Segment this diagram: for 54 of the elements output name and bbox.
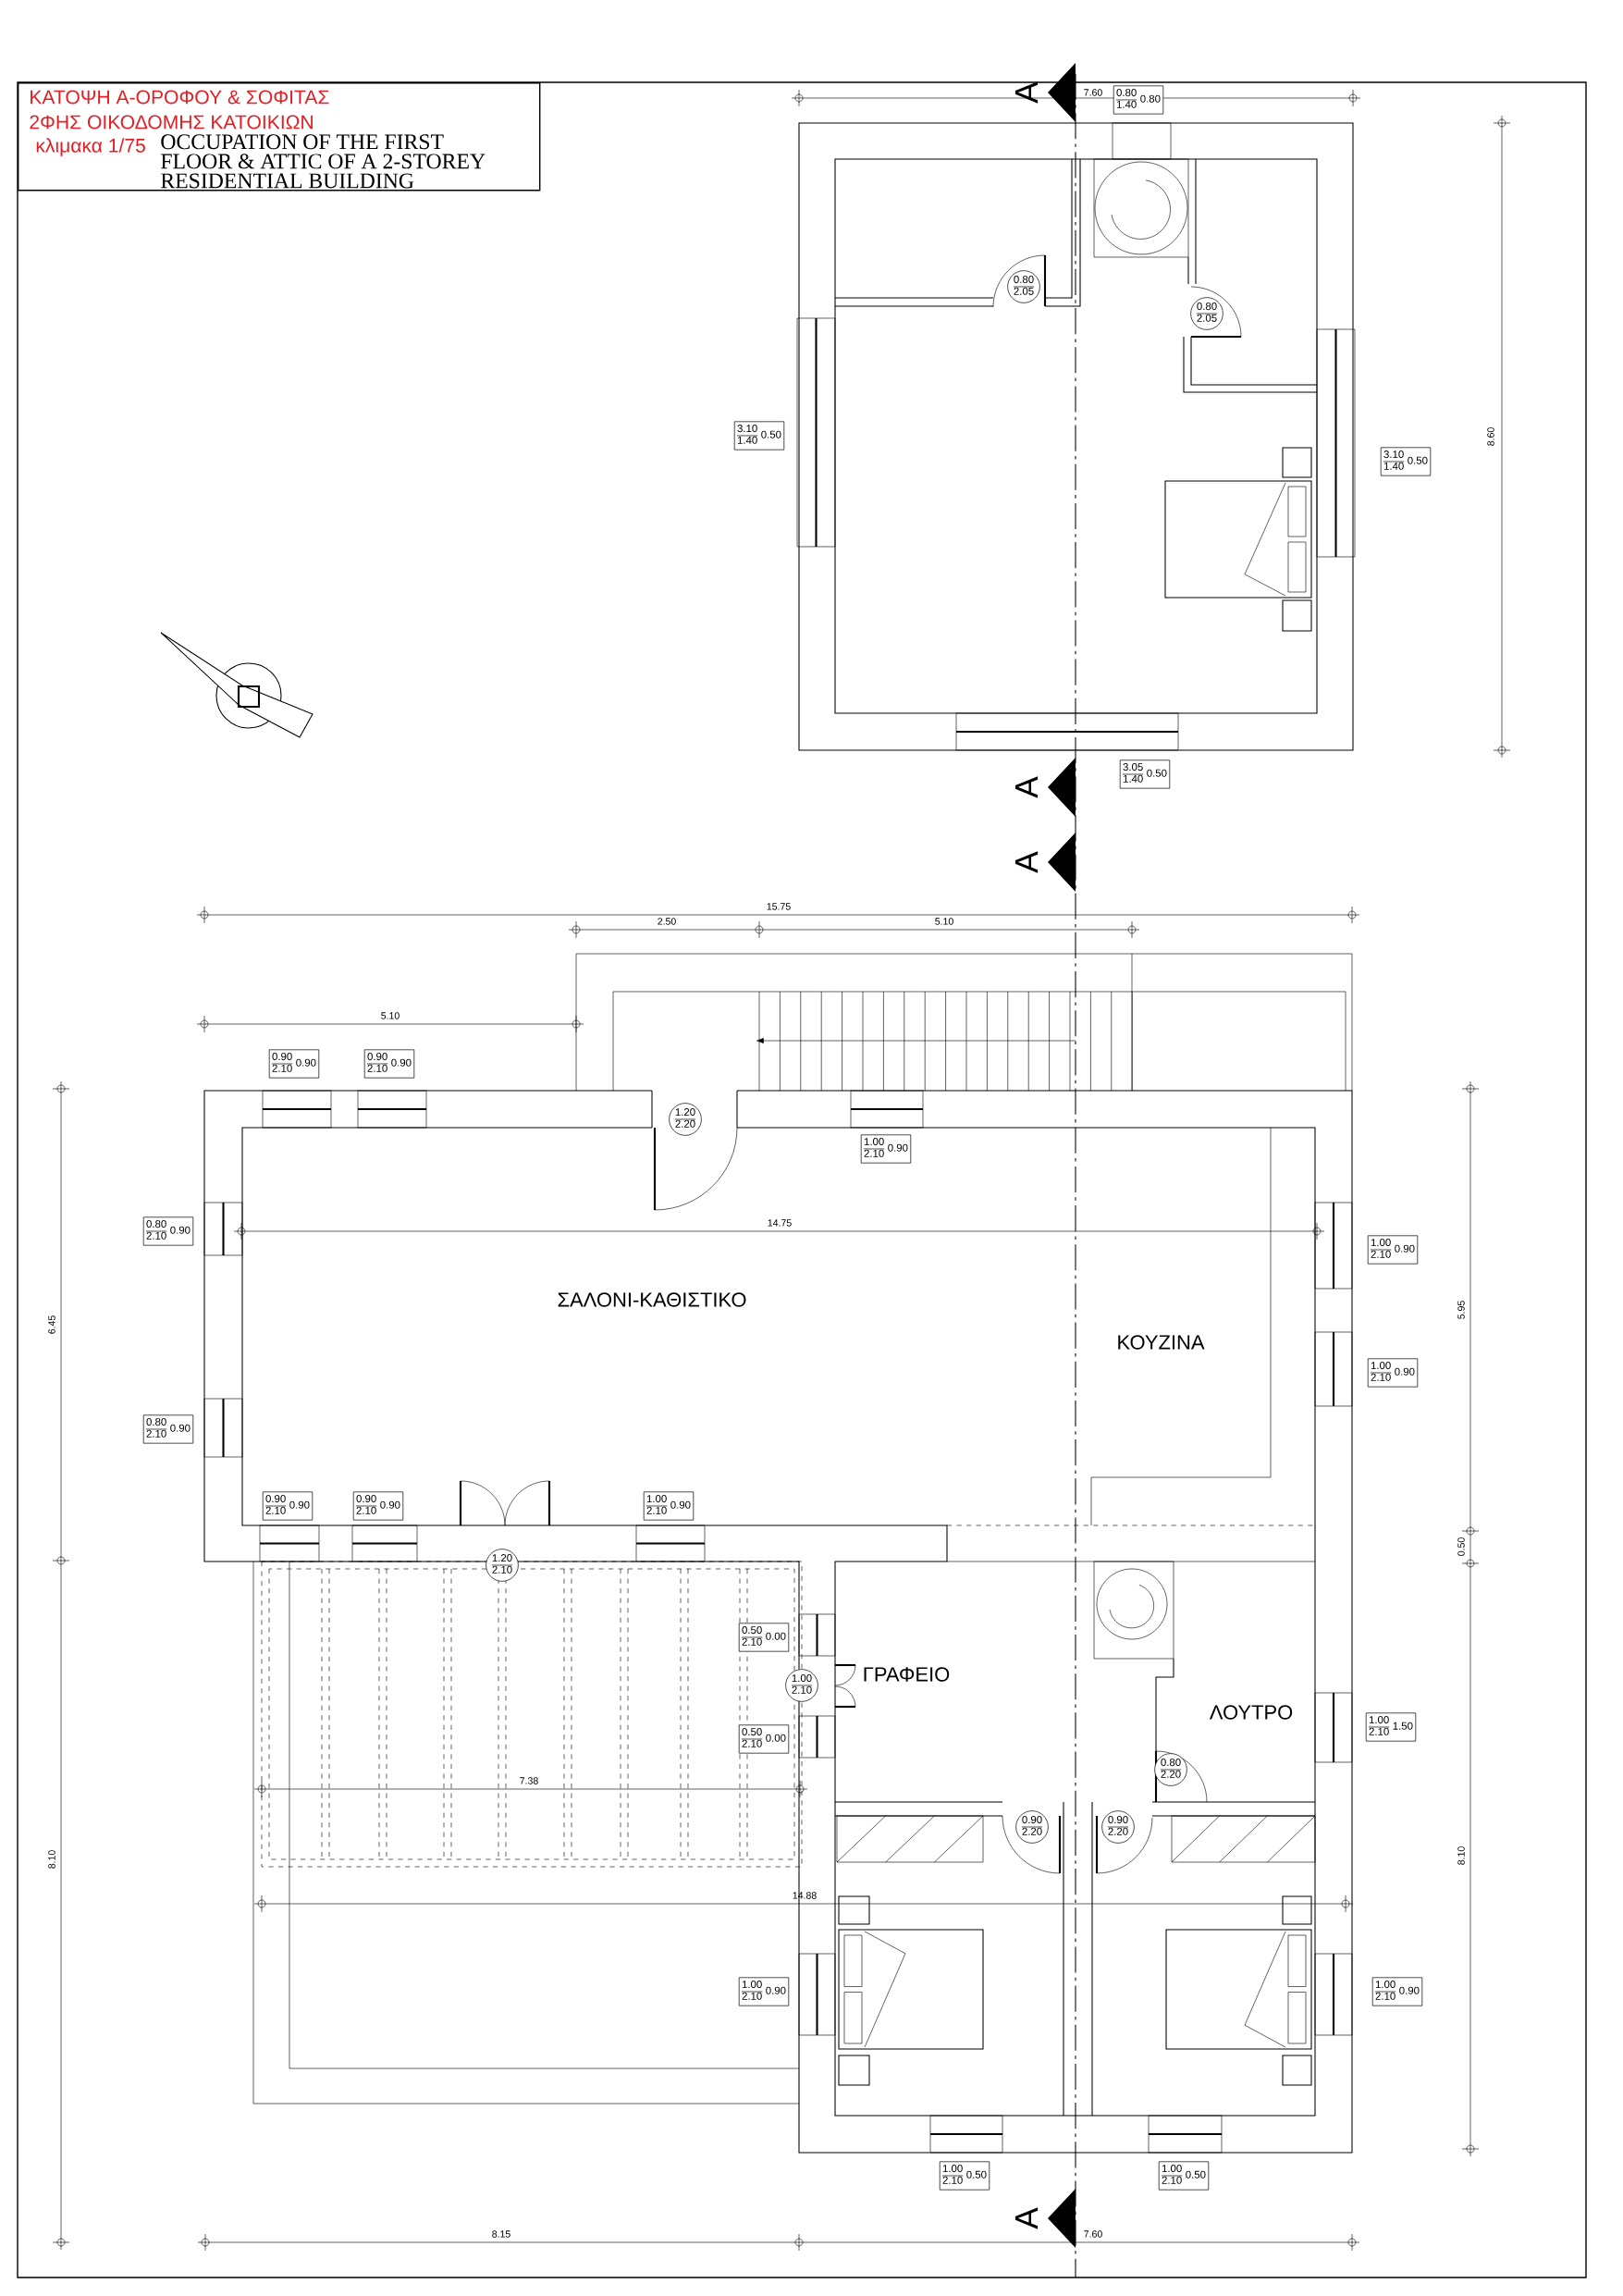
window-tag: 0.90 2.10 0.90	[352, 1491, 404, 1521]
door-tag: 1.00 2.10	[785, 1669, 818, 1702]
door-tag: 0.80 2.05	[1190, 297, 1223, 330]
room-label: ΣΑΛΟΝΙ-ΚΑΘΙΣΤΙΚΟ	[558, 1292, 746, 1307]
dimension-text: 14.75	[768, 1219, 792, 1227]
window-tag: 3.05 1.40 0.50	[1119, 759, 1171, 789]
door-tag: 0.90 2.20	[1015, 1810, 1049, 1844]
section-letter: A	[1014, 851, 1039, 873]
dimension-text: 2.50	[658, 918, 676, 925]
section-letter: A	[1014, 81, 1039, 104]
door-tag: 1.20 2.20	[669, 1103, 702, 1136]
door-tag: 0.80 2.05	[1007, 270, 1040, 303]
window-tag: 0.80 2.10 0.90	[142, 1216, 194, 1246]
dimension-text: 5.10	[935, 918, 953, 925]
window-tag: 1.00 2.10 1.50	[1365, 1712, 1417, 1742]
window-tag: 1.00 2.10 0.90	[738, 1977, 790, 2006]
window-tag: 3.10 1.40 0.50	[1380, 447, 1432, 476]
window-tag: 0.80 1.40 0.80	[1113, 85, 1164, 115]
dimension-text: 5.10	[381, 1012, 400, 1019]
window-tag: 1.00 2.10 0.90	[1367, 1235, 1419, 1265]
window-tag: 0.90 2.10 0.90	[268, 1049, 320, 1079]
room-label: ΚΟΥΖΙΝΑ	[1118, 1335, 1205, 1350]
title-block: ΚΑΤΟΨΗ Α-ΟΡΟΦΟΥ & ΣΟΦΙΤΑΣ 2ΦΗΣ ΟΙΚΟΔΟΜΗΣ ΚΑΤΟΙΚΙΩΝ κλιμακα 1/75 OCCUPATION OF THE FIRST FLOOR & ATTIC OF A 2-STOREY RESIDENTIAL BUILDING	[18, 81, 541, 191]
window-tag: 0.90 2.10 0.90	[262, 1491, 314, 1521]
dimension-text: 8.10	[1457, 1846, 1465, 1865]
window-tag: 0.80 2.10 0.90	[142, 1414, 194, 1444]
window-tag: 1.00 2.10 0.50	[1158, 2161, 1210, 2191]
dimension-text: 15.75	[767, 903, 791, 910]
door-tag: 0.80 2.20	[1154, 1753, 1187, 1786]
dimension-text: 6.45	[48, 1315, 55, 1334]
dimension-text: 8.10	[48, 1850, 55, 1869]
dimension-text: 7.60	[1084, 2230, 1102, 2238]
section-letter: A	[1014, 2207, 1039, 2229]
window-tag: 0.50 2.10 0.00	[738, 1623, 790, 1652]
dimension-text: 7.60	[1084, 89, 1102, 96]
dimension-text: 5.95	[1457, 1301, 1465, 1319]
section-letter: A	[1014, 776, 1039, 798]
room-label: ΓΡΑΦΕΙΟ	[864, 1667, 950, 1682]
door-tag: 1.20 2.10	[486, 1549, 519, 1582]
window-tag: 1.00 2.10 0.90	[860, 1134, 912, 1164]
window-tag: 0.90 2.10 0.90	[363, 1049, 415, 1079]
window-tag: 0.50 2.10 0.00	[738, 1724, 790, 1754]
dimension-text: 8.60	[1487, 427, 1494, 446]
window-tag: 3.10 1.40 0.50	[733, 421, 785, 451]
window-tag: 1.00 2.10 0.50	[939, 2161, 990, 2191]
window-tag: 1.00 2.10 0.90	[1371, 1977, 1423, 2006]
dimension-text: 14.88	[793, 1892, 817, 1899]
dimension-text: 8.15	[492, 2230, 510, 2238]
door-tag: 0.90 2.20	[1101, 1810, 1135, 1844]
window-tag: 1.00 2.10 0.90	[643, 1491, 695, 1521]
room-label: ΛΟΥΤΡΟ	[1209, 1705, 1293, 1720]
window-tag: 1.00 2.10 0.90	[1367, 1358, 1419, 1388]
dimension-text: 0.50	[1457, 1537, 1465, 1556]
dimension-text: 7.38	[520, 1777, 538, 1784]
